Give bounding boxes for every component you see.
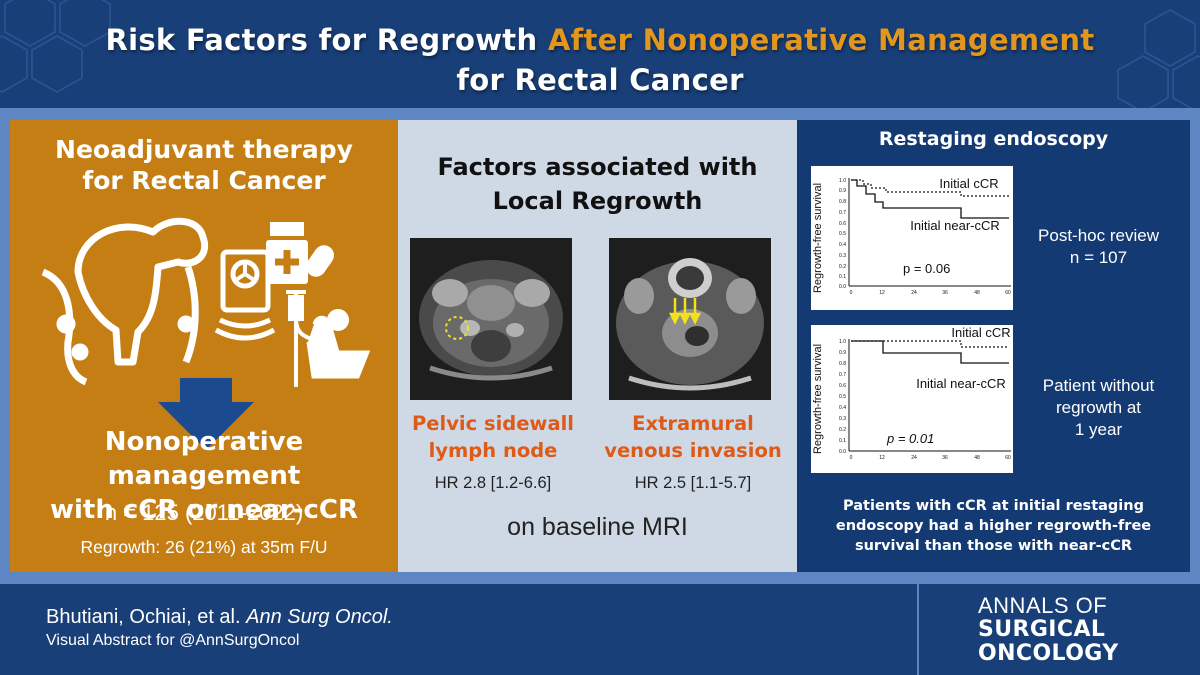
km2-curve-initial-ccr <box>851 340 1009 348</box>
km-chart-posthoc: Regrowth-free survival 1.0 0.9 0.8 0.7 0… <box>811 166 1013 310</box>
km1-curve-initial-near-ccr <box>851 179 1009 219</box>
title-accent: After Nonoperative Management <box>547 23 1095 57</box>
km1-xtick: 60 <box>1005 290 1011 296</box>
km2-ytick: 0.1 <box>839 438 846 444</box>
km2-xtick: 24 <box>911 455 917 461</box>
km1-ytick: 0.1 <box>839 274 846 280</box>
title-part1: Risk Factors for Regrowth <box>105 23 548 57</box>
journal-logo: ANNALS OF SURGICAL ONCOLOGY <box>978 593 1119 666</box>
km2-ytick: 0.6 <box>839 383 846 389</box>
km2-ytick: 0.2 <box>839 427 846 433</box>
factors-panel: Factors associated with Local Regrowth <box>398 120 797 572</box>
km1-ytick: 0.0 <box>839 284 846 290</box>
km2-ytick: 0.0 <box>839 449 846 455</box>
km1-ytick: 1.0 <box>839 178 846 184</box>
restaging-conclusion: Patients with cCR at initial restaging e… <box>835 498 1152 554</box>
km1-xtick: 36 <box>942 290 948 296</box>
km2-xtick: 0 <box>850 455 853 461</box>
km2-curve-initial-near-ccr <box>851 340 1009 364</box>
km1-xtick: 48 <box>974 290 980 296</box>
regrowth-summary: Regrowth: 26 (21%) at 35m F/U <box>80 537 328 557</box>
km2-xtick: 48 <box>974 455 980 461</box>
factors-title: Factors associated with Local Regrowth <box>437 153 758 215</box>
km1-xtick: 0 <box>850 290 853 296</box>
km1-ytick: 0.6 <box>839 221 846 227</box>
mri-image-venous-invasion <box>609 238 771 400</box>
km1-ytick: 0.4 <box>839 242 846 248</box>
km2-ytick: 0.9 <box>839 350 846 356</box>
footer-divider <box>917 584 919 675</box>
km1-xtick: 24 <box>911 290 917 296</box>
medicine-bottle-icon <box>266 222 335 284</box>
neoadjuvant-panel: Neoadjuvant therapy for Rectal Cancer <box>10 120 398 572</box>
km2-ylabel: Regrowth-free survival <box>812 344 824 454</box>
page-title: Risk Factors for Regrowth After Nonopera… <box>0 20 1200 60</box>
km1-pvalue: p = 0.06 <box>903 261 950 276</box>
rectum-icon <box>41 217 209 386</box>
km1-label-initial-near-ccr: Initial near-cCR <box>910 218 1000 233</box>
footer: Bhutiani, Ochiai, et al. Ann Surg Oncol.… <box>0 584 1200 675</box>
km2-label-initial-ccr: Initial cCR <box>951 325 1010 340</box>
posthoc-review-note: Post-hoc review n = 107 <box>1038 226 1159 267</box>
km2-pvalue: p = 0.01 <box>886 431 934 446</box>
citation-journal: Ann Surg Oncol. <box>246 606 393 628</box>
km1-curve-initial-ccr <box>851 179 1009 197</box>
citation: Bhutiani, Ochiai, et al. Ann Surg Oncol. <box>46 606 393 629</box>
baseline-mri-caption: on baseline MRI <box>507 513 688 541</box>
km2-ytick: 0.4 <box>839 405 846 411</box>
km1-ytick: 0.5 <box>839 231 846 237</box>
header: Risk Factors for Regrowth After Nonopera… <box>0 0 1200 108</box>
km1-ytick: 0.3 <box>839 253 846 259</box>
page-title-line2: for Rectal Cancer <box>456 63 744 97</box>
hazard-ratio-lymph-node: HR 2.8 [1.2-6.6] <box>434 474 552 492</box>
km1-ytick: 0.2 <box>839 264 846 270</box>
km1-label-initial-ccr: Initial cCR <box>939 176 998 191</box>
factor-lymph-node: Pelvic sidewall lymph node <box>412 412 574 462</box>
restaging-panel: Restaging endoscopy Regrowth-free surviv… <box>797 120 1190 572</box>
visual-abstract-credit: Visual Abstract for @AnnSurgOncol <box>46 632 300 649</box>
arrow-down-icon <box>158 378 254 450</box>
km2-xtick: 12 <box>879 455 885 461</box>
km1-xtick: 12 <box>879 290 885 296</box>
km2-ytick: 0.3 <box>839 416 846 422</box>
km2-ytick: 0.7 <box>839 372 846 378</box>
km2-ytick: 0.8 <box>839 361 846 367</box>
restaging-title: Restaging endoscopy <box>878 128 1109 150</box>
mri-image-lymph-node <box>410 238 572 400</box>
factor-venous-invasion: Extramural venous invasion <box>604 412 782 462</box>
km2-xtick: 36 <box>942 455 948 461</box>
neoadjuvant-title: Neoadjuvant therapy for Rectal Cancer <box>55 135 353 195</box>
km1-ytick: 0.8 <box>839 199 846 205</box>
km1-ytick: 0.9 <box>839 188 846 194</box>
km-chart-one-year: Regrowth-free survival 1.0 0.9 0.8 0.7 0… <box>811 325 1013 473</box>
management-heading: Nonoperative management with cCR or near… <box>49 427 359 525</box>
citation-authors: Bhutiani, Ochiai, et al. <box>46 606 247 628</box>
cohort-size: n = 125 (2011-2022) <box>104 500 304 525</box>
one-year-note: Patient without regrowth at 1 year <box>1042 376 1155 439</box>
iv-drip-chair-icon <box>286 290 371 387</box>
radiation-machine-icon <box>214 249 276 341</box>
km1-ylabel: Regrowth-free survival <box>812 183 824 293</box>
km2-label-initial-near-ccr: Initial near-cCR <box>916 376 1006 391</box>
km2-ytick: 0.5 <box>839 394 846 400</box>
hazard-ratio-venous-invasion: HR 2.5 [1.1-5.7] <box>634 474 752 492</box>
km1-ytick: 0.7 <box>839 210 846 216</box>
km2-xtick: 60 <box>1005 455 1011 461</box>
treatment-illustration <box>41 217 371 387</box>
km2-ytick: 1.0 <box>839 339 846 345</box>
